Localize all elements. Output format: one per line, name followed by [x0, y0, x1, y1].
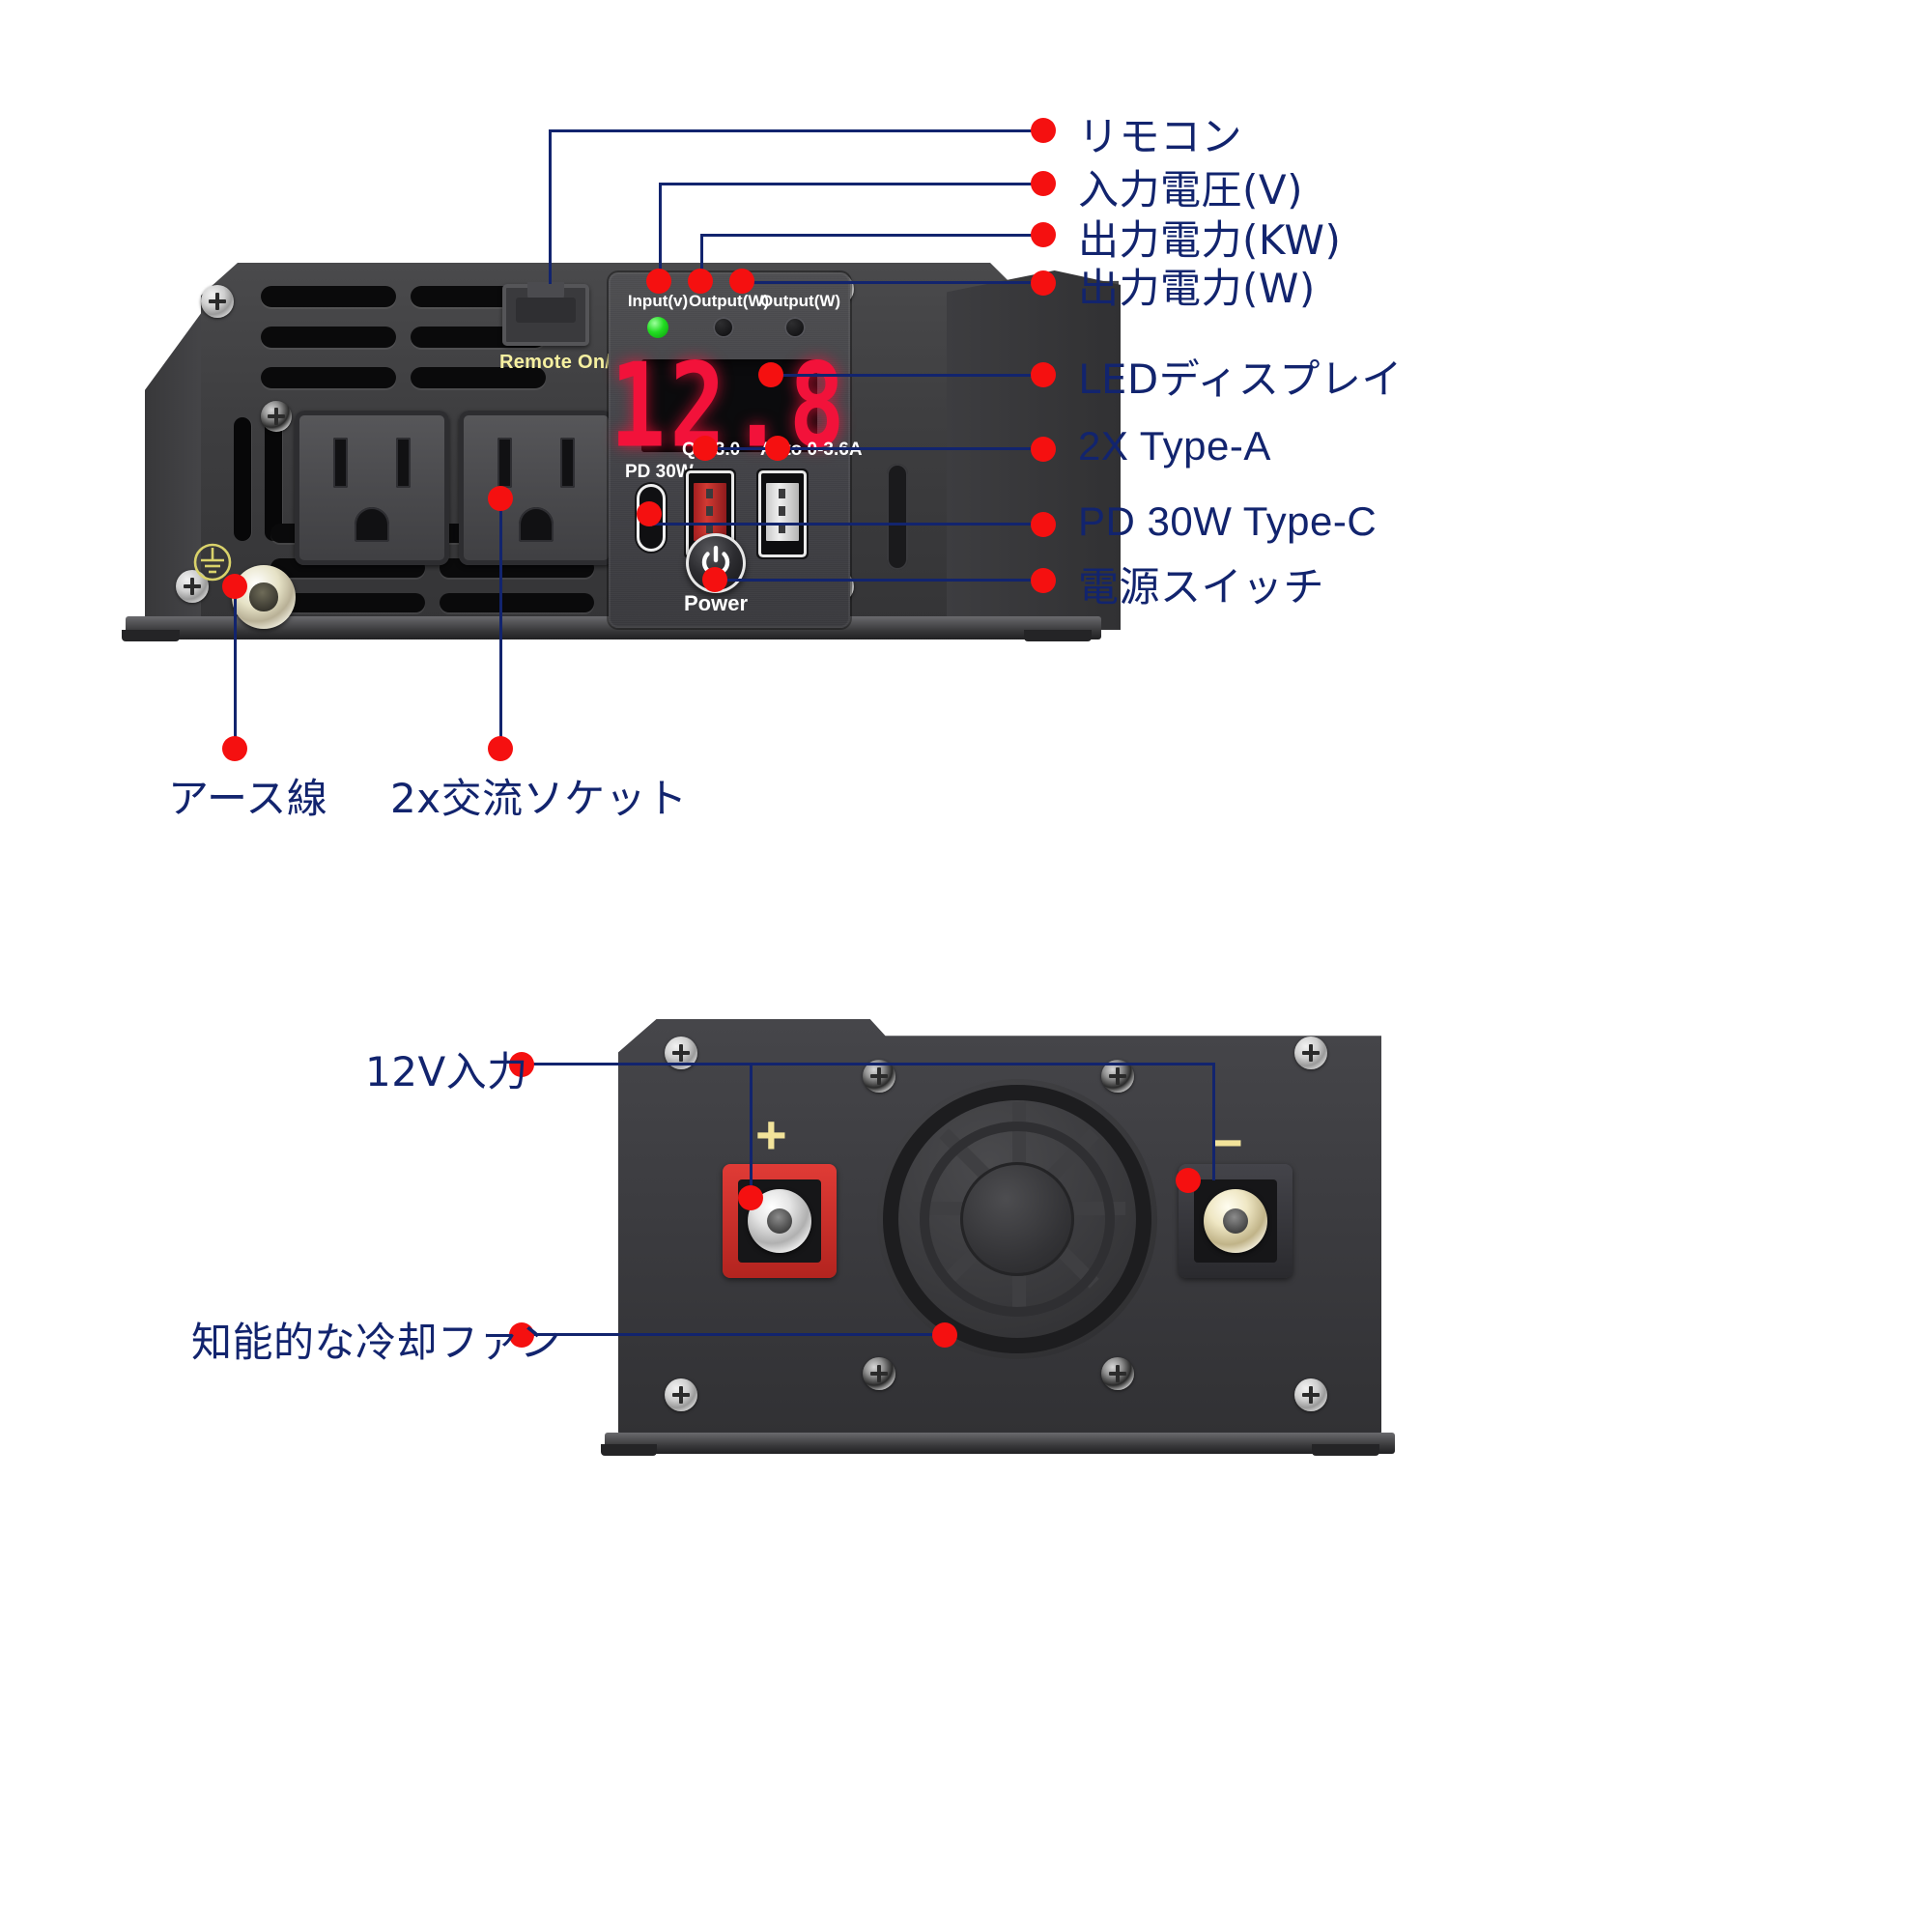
callout-label-output-w: 出力電力(W)	[1078, 265, 1316, 312]
callout-dot-type-a	[1031, 437, 1056, 462]
callout-dot-dc-input-negative-anchor	[1176, 1168, 1201, 1193]
rear-chassis-foot-left	[601, 1444, 657, 1456]
callout-label-dc-input: 12V入力	[365, 1048, 528, 1095]
fan-hub	[960, 1162, 1074, 1276]
remote-on-off-label: Remote On/Off	[499, 352, 640, 373]
callout-label-cooling-fan: 知能的な冷却ファン	[191, 1319, 561, 1366]
callout-line-output-kw	[700, 234, 1043, 237]
callout-dot-remote	[1031, 118, 1056, 143]
indicator-label-input-v: Input(v)	[627, 292, 689, 310]
callout-line-input-voltage	[659, 185, 662, 291]
callout-dot-output-w	[1031, 270, 1056, 296]
vent-slot	[261, 327, 396, 348]
callout-dot-output-kw	[1031, 222, 1056, 247]
callout-line-type-c	[649, 523, 1043, 526]
callout-line-input-voltage	[659, 183, 1043, 185]
led-display-value: 12.8	[610, 338, 849, 473]
callout-dot-type-a-anchor-2	[765, 436, 790, 461]
callout-dot-ground-wire	[222, 736, 247, 761]
ground-symbol-icon	[193, 543, 232, 582]
usb-a-port-auto[interactable]	[761, 473, 804, 554]
callout-dot-power-switch	[1031, 568, 1056, 593]
callout-dot-type-c	[1031, 512, 1056, 537]
callout-dot-input-voltage	[1031, 171, 1056, 196]
callout-line-led-display	[771, 374, 1043, 377]
polarity-plus-symbol: +	[755, 1104, 787, 1165]
led-indicator-output-w-1	[713, 317, 734, 338]
callout-dot-ac-sockets	[488, 736, 513, 761]
callout-line-output-kw	[700, 236, 703, 292]
inverter-front-panel: Remote On/Off Input(v) Output(W) Output(…	[122, 251, 1179, 657]
callout-line-ground-wire	[234, 587, 237, 747]
callout-line-remote	[549, 129, 1043, 132]
callout-line-output-w	[742, 281, 1043, 284]
ground-terminal-post[interactable]	[232, 565, 296, 629]
screw-icon	[261, 401, 292, 432]
callout-label-remote: リモコン	[1078, 113, 1243, 160]
callout-dot-type-c-anchor	[637, 501, 662, 526]
callout-label-led-display: LEDディスプレイ	[1078, 355, 1403, 403]
callout-label-ac-sockets: 2x交流ソケット	[390, 775, 688, 822]
vent-slot-vertical	[265, 417, 282, 541]
screw-icon	[665, 1378, 697, 1411]
callout-label-input-voltage: 入力電圧(V)	[1078, 166, 1304, 213]
callout-dot-power-switch-anchor	[702, 567, 727, 592]
led-indicator-output-w-2	[784, 317, 806, 338]
callout-dot-type-a-anchor-1	[693, 436, 718, 461]
remote-on-off-jack[interactable]	[502, 282, 589, 346]
callout-dot-dc-input-positive-anchor	[738, 1185, 763, 1210]
callout-label-type-c: PD 30W Type-C	[1078, 498, 1378, 544]
callout-dot-cooling-fan	[509, 1322, 534, 1348]
vent-slot	[270, 593, 425, 612]
led-display: 12.8	[610, 338, 844, 473]
callout-dot-dc-input	[509, 1052, 534, 1077]
indicator-label-output-w-1: Output(W)	[689, 292, 770, 310]
callout-label-output-kw: 出力電力(KW)	[1078, 216, 1342, 264]
vent-slot-vertical	[234, 417, 251, 541]
callout-dot-output-kw-anchor	[688, 269, 713, 294]
ac-socket[interactable]	[459, 411, 613, 565]
screw-icon	[1101, 1357, 1134, 1390]
side-grip-slot	[887, 464, 908, 570]
screw-icon	[1294, 1037, 1327, 1069]
usb-label-pd30w: PD 30W	[625, 462, 694, 482]
callout-dot-led-display-anchor	[758, 362, 783, 387]
callout-label-power-switch: 電源スイッチ	[1078, 563, 1325, 611]
inverter-rear-panel: + −	[601, 1019, 1401, 1473]
callout-line-ac-sockets	[499, 498, 502, 746]
callout-line-power-switch	[715, 579, 1043, 582]
rear-chassis-bottom-rail	[605, 1433, 1395, 1454]
dc-input-positive-terminal[interactable]	[723, 1164, 837, 1278]
callout-line-dc-input	[529, 1063, 1215, 1065]
cooling-fan	[877, 1079, 1157, 1359]
callout-dot-input-voltage-anchor	[646, 269, 671, 294]
callout-line-dc-input-negative	[1212, 1063, 1215, 1180]
rear-chassis-foot-right	[1312, 1444, 1379, 1456]
led-indicator-input-v	[647, 317, 668, 338]
chassis-foot-right	[1024, 630, 1092, 641]
chassis-foot-left	[122, 630, 180, 641]
screw-icon	[1294, 1378, 1327, 1411]
callout-dot-ground-wire-anchor	[222, 574, 247, 599]
callout-dot-led-display	[1031, 362, 1056, 387]
callout-dot-ac-sockets-anchor	[488, 486, 513, 511]
callout-line-cooling-fan	[529, 1333, 947, 1336]
callout-line-type-a	[705, 447, 1043, 450]
ac-socket[interactable]	[295, 411, 449, 565]
vent-slot	[261, 286, 396, 307]
indicator-label-output-w-2: Output(W)	[760, 292, 841, 310]
callout-label-type-a: 2X Type-A	[1078, 423, 1271, 469]
callout-dot-cooling-fan-anchor	[932, 1322, 957, 1348]
callout-dot-output-w-anchor	[729, 269, 754, 294]
vent-slot	[411, 367, 546, 388]
polarity-minus-symbol: −	[1211, 1112, 1243, 1173]
vent-slot	[261, 367, 396, 388]
callout-line-remote	[549, 131, 552, 284]
callout-line-dc-input-positive	[750, 1063, 753, 1198]
power-button-label: Power	[684, 591, 749, 615]
callout-label-ground-wire: アース線	[168, 775, 328, 822]
screw-icon	[863, 1357, 895, 1390]
screw-icon	[201, 285, 234, 318]
vent-slot	[440, 593, 594, 612]
